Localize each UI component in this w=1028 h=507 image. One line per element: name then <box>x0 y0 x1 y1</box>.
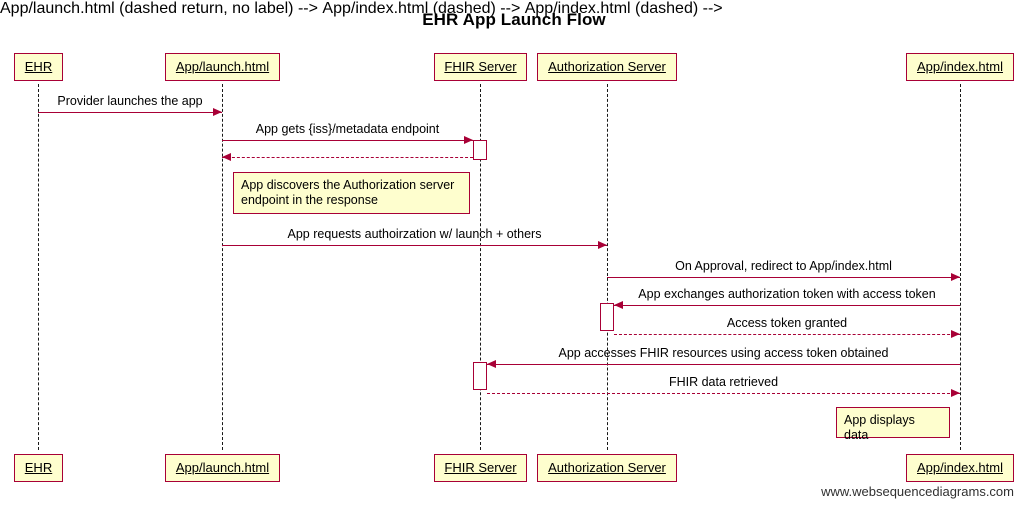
message-label: FHIR data retrieved <box>668 375 779 389</box>
lifeline-index <box>960 84 961 450</box>
arrowhead-left-icon <box>487 360 496 368</box>
arrowhead-right-icon <box>213 108 222 116</box>
activation-bar-auth-token <box>600 303 614 331</box>
message-label: Provider launches the app <box>57 94 203 108</box>
participant-label: App/index.html <box>917 460 1003 475</box>
note-fold-inner-icon <box>460 173 469 182</box>
participant-index-bottom[interactable]: App/index.html <box>906 454 1014 482</box>
participant-ehr-bottom[interactable]: EHR <box>14 454 63 482</box>
note-app-discovers-auth-endpoint: App discovers the Authorization server e… <box>233 172 470 214</box>
participant-auth-top[interactable]: Authorization Server <box>537 53 677 81</box>
participant-fhir-top[interactable]: FHIR Server <box>434 53 527 81</box>
participant-label: Authorization Server <box>548 460 666 475</box>
participant-ehr-top[interactable]: EHR <box>14 53 63 81</box>
message-line <box>607 277 960 278</box>
note-app-displays-data: App displays data <box>836 407 950 442</box>
message-label: App exchanges authorization token with a… <box>638 287 936 301</box>
message-label: App requests authoirzation w/ launch + o… <box>287 227 542 241</box>
participant-launch-top[interactable]: App/launch.html <box>165 53 280 81</box>
participant-label: FHIR Server <box>444 59 517 74</box>
message-line <box>614 305 960 306</box>
message-label: App gets {iss}/metadata endpoint <box>255 122 440 136</box>
message-line <box>222 140 473 141</box>
message-line <box>614 334 960 335</box>
arrowhead-right-icon <box>464 136 473 144</box>
participant-label: Authorization Server <box>548 59 666 74</box>
participant-label: App/launch.html <box>175 460 270 475</box>
participant-auth-bottom[interactable]: Authorization Server <box>537 454 677 482</box>
watermark-credit: www.websequencediagrams.com <box>821 484 1014 499</box>
message-line <box>222 157 473 158</box>
message-line <box>222 245 607 246</box>
arrowhead-right-icon <box>951 330 960 338</box>
note-fold-inner-icon <box>940 408 949 417</box>
participant-launch-bottom[interactable]: App/launch.html <box>165 454 280 482</box>
arrowhead-left-icon <box>222 153 231 161</box>
message-label: On Approval, redirect to App/index.html <box>675 259 892 273</box>
activation-bar-fhir-resources <box>473 362 487 390</box>
page-title: EHR App Launch Flow <box>422 10 606 29</box>
message-line <box>487 364 960 365</box>
participant-label: EHR <box>24 460 53 475</box>
lifeline-ehr <box>38 84 39 450</box>
lifeline-fhir <box>480 84 481 450</box>
message-label: Access token granted <box>726 316 848 330</box>
message-line <box>38 112 222 113</box>
note-text: App displays data <box>844 413 915 442</box>
arrowhead-right-icon <box>951 389 960 397</box>
participant-label: FHIR Server <box>444 460 517 475</box>
participant-label: App/index.html <box>917 59 1003 74</box>
participant-index-top[interactable]: App/index.html <box>906 53 1014 81</box>
arrowhead-right-icon <box>598 241 607 249</box>
arrowhead-right-icon <box>951 273 960 281</box>
message-label: App accesses FHIR resources using access… <box>558 346 889 360</box>
arrowhead-left-icon <box>614 301 623 309</box>
lifeline-launch <box>222 84 223 450</box>
activation-bar-fhir-metadata <box>473 140 487 160</box>
participant-label: App/launch.html <box>175 59 270 74</box>
message-line <box>487 393 960 394</box>
lifeline-auth <box>607 84 608 450</box>
participant-label: EHR <box>24 59 53 74</box>
note-text: App discovers the Authorization server e… <box>241 178 455 207</box>
participant-fhir-bottom[interactable]: FHIR Server <box>434 454 527 482</box>
